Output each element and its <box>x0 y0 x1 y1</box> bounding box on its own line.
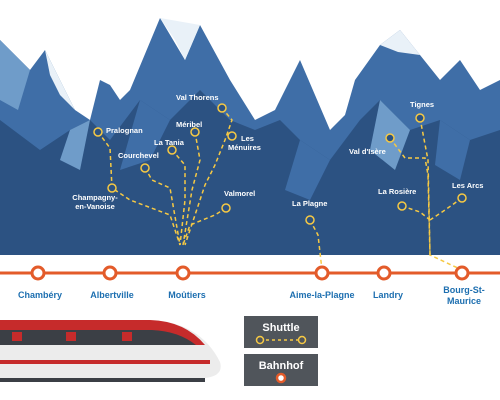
shuttle-route <box>419 117 431 256</box>
shuttle-route <box>171 149 186 246</box>
mountain-range <box>0 18 500 255</box>
resort-marker[interactable] <box>167 145 177 155</box>
station-markers <box>30 265 470 281</box>
resort-label-les-arcs: Les Arcs <box>452 181 483 190</box>
train-door <box>12 332 22 341</box>
train-undercarriage <box>0 378 205 382</box>
rail-line <box>0 265 500 281</box>
resort-label-val-thorens: Val Thorens <box>176 93 219 102</box>
resort-label-val-disere: Val d'Isère <box>349 147 386 156</box>
legend-shuttle-label: Shuttle <box>262 322 299 334</box>
station-label-chambery: Chambéry <box>18 290 62 300</box>
resort-markers <box>93 103 467 225</box>
mountain-face <box>60 120 90 170</box>
resort-label-courchevel: Courchevel <box>118 151 159 160</box>
train-icon <box>0 320 221 382</box>
resort-marker[interactable] <box>415 113 425 123</box>
station-marker-icon <box>275 372 287 384</box>
resort-marker[interactable] <box>217 103 227 113</box>
station-marker-landry[interactable] <box>376 265 392 281</box>
shuttle-route <box>182 131 201 246</box>
shuttle-paths <box>97 107 463 271</box>
resort-label-meribel: Méribel <box>176 120 202 129</box>
resort-marker[interactable] <box>107 183 117 193</box>
shuttle-route <box>309 219 323 271</box>
resort-marker[interactable] <box>140 163 150 173</box>
station-label-aime-la-plagne: Aime-la-Plagne <box>289 290 354 300</box>
shuttle-route <box>184 107 233 246</box>
legend-station-label: Bahnhof <box>259 360 304 372</box>
resort-labels: Pralognan Courchevel La Tania Méribel Va… <box>72 93 483 211</box>
resort-marker[interactable] <box>305 215 315 225</box>
station-label-moutiers: Moûtiers <box>168 290 206 300</box>
station-marker-chambery[interactable] <box>30 265 46 281</box>
resort-marker[interactable] <box>93 127 103 137</box>
resort-label-valmorel: Valmorel <box>224 189 255 198</box>
train-stripe <box>0 360 210 364</box>
station-label-bourg-st-maurice: Bourg-St-Maurice <box>443 285 485 306</box>
legend-shuttle-box <box>244 316 318 348</box>
resort-label-la-plagne: La Plagne <box>292 199 327 208</box>
station-marker-aime-la-plagne[interactable] <box>314 265 330 281</box>
mountain-face <box>0 40 30 110</box>
resort-label-pralognan: Pralognan <box>106 126 143 135</box>
resort-label-tignes: Tignes <box>410 100 434 109</box>
mountain-face <box>120 100 170 170</box>
resort-label-la-tania: La Tania <box>154 138 185 147</box>
resort-marker[interactable] <box>385 133 395 143</box>
shuttle-route <box>182 207 227 246</box>
train-window-band <box>0 330 196 345</box>
resort-marker[interactable] <box>227 131 237 141</box>
legend: Shuttle Bahnhof <box>244 316 318 386</box>
shuttle-route <box>144 167 181 246</box>
resort-marker[interactable] <box>397 201 407 211</box>
resort-marker[interactable] <box>221 203 231 213</box>
resort-label-champagny: Champagny-en-Vanoise <box>72 193 118 211</box>
shuttle-route <box>389 137 463 271</box>
snow-cap <box>160 18 200 60</box>
station-marker-moutiers[interactable] <box>175 265 191 281</box>
resort-label-la-rosiere: La Rosière <box>378 187 416 196</box>
resort-marker[interactable] <box>457 193 467 203</box>
station-label-albertville: Albertville <box>90 290 134 300</box>
train-door <box>66 332 76 341</box>
station-labels: Chambéry Albertville Moûtiers Aime-la-Pl… <box>18 285 485 306</box>
mountain-face <box>435 120 470 180</box>
resort-marker[interactable] <box>190 127 200 137</box>
train-door <box>122 332 132 341</box>
shuttle-route <box>97 131 181 246</box>
station-label-landry: Landry <box>373 290 403 300</box>
mountain-face <box>285 140 330 200</box>
shuttle-line-icon <box>255 335 307 345</box>
snow-cap <box>380 30 420 55</box>
snow-cap <box>45 50 75 110</box>
station-marker-bourg-st-maurice[interactable] <box>454 265 470 281</box>
station-marker-albertville[interactable] <box>102 265 118 281</box>
